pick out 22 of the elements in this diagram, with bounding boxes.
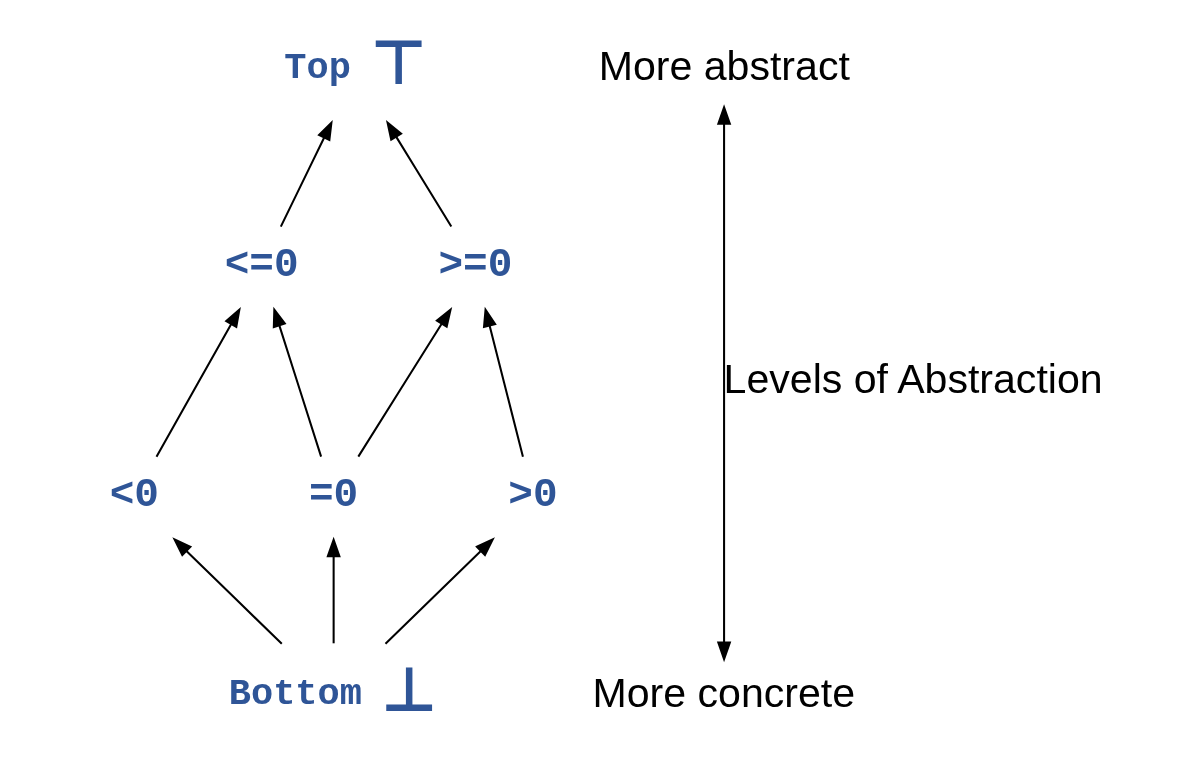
node-text: <=0 — [224, 241, 299, 288]
node-text: More concrete — [592, 669, 856, 716]
arrow — [172, 536, 283, 645]
node-text: <0 — [109, 471, 159, 518]
node-text: ⊤ — [370, 26, 427, 99]
arrow — [384, 536, 495, 645]
arrow — [155, 306, 241, 457]
node-text: More abstract — [598, 42, 850, 89]
node-text: >=0 — [438, 241, 513, 288]
edge-label: Levels of Abstraction — [723, 355, 1103, 402]
node-text: >0 — [508, 471, 558, 518]
node-label: Bottom — [228, 672, 362, 715]
node-text: =0 — [308, 471, 359, 518]
node-text: ⊥ — [380, 653, 438, 726]
arrow — [279, 119, 333, 227]
arrow — [385, 119, 453, 227]
arrow — [357, 306, 453, 457]
node-label: Top — [284, 46, 351, 89]
arrow — [326, 536, 341, 643]
arrow — [482, 306, 524, 457]
arrow — [716, 103, 732, 662]
arrow — [272, 306, 323, 457]
